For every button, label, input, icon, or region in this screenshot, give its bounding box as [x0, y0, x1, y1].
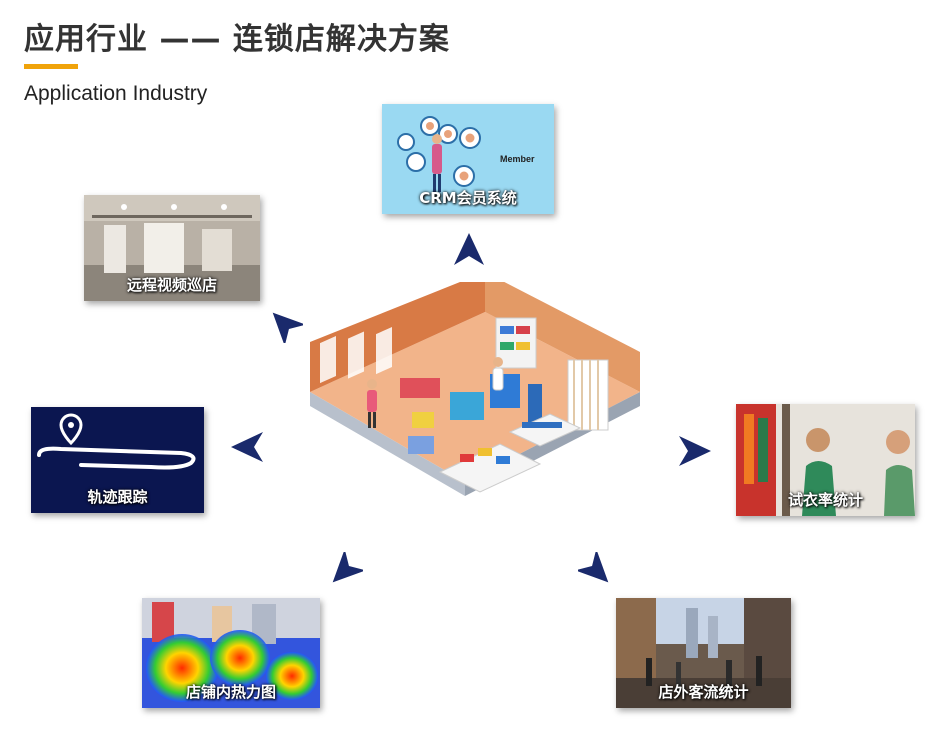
heatmap-illustration [142, 598, 320, 708]
video-card-label: 远程视频巡店 [126, 276, 217, 294]
store-heatmap-card[interactable]: 店铺内热力图 [142, 598, 320, 708]
tracking-illustration [31, 407, 204, 513]
arrow-down-right-icon [578, 552, 609, 583]
traffic-card-label: 店外客流统计 [658, 683, 749, 701]
fitting-room-photo [736, 404, 915, 516]
fitting-card-label: 试衣率统计 [787, 491, 863, 509]
page-subtitle: Application Industry [24, 82, 208, 105]
trajectory-tracking-card[interactable]: 轨迹跟踪 [31, 407, 204, 513]
member-badge-text: Member [500, 154, 535, 164]
store-interior-photo [84, 195, 260, 301]
crm-illustration: Member [382, 104, 554, 214]
arrow-right-icon [679, 436, 711, 466]
outdoor-traffic-card[interactable]: 店外客流统计 [616, 598, 791, 708]
arrow-left-icon [231, 432, 263, 462]
street-photo [616, 598, 791, 708]
arrow-down-left-icon [332, 552, 363, 583]
page-title: 应用行业 —— 连锁店解决方案 [24, 22, 450, 57]
remote-video-patrol-card[interactable]: 远程视频巡店 [84, 195, 260, 301]
arrow-up-left-icon [272, 312, 303, 343]
title-accent-bar [24, 64, 78, 69]
crm-member-card[interactable]: Member CRM会员系统 [382, 104, 554, 214]
track-card-label: 轨迹跟踪 [87, 488, 148, 506]
fitting-rate-card[interactable]: 试衣率统计 [736, 404, 915, 516]
arrow-up-icon [454, 233, 484, 265]
crm-card-label: CRM会员系统 [419, 189, 517, 207]
heatmap-card-label: 店铺内热力图 [185, 683, 276, 701]
isometric-store-illustration [310, 282, 640, 496]
